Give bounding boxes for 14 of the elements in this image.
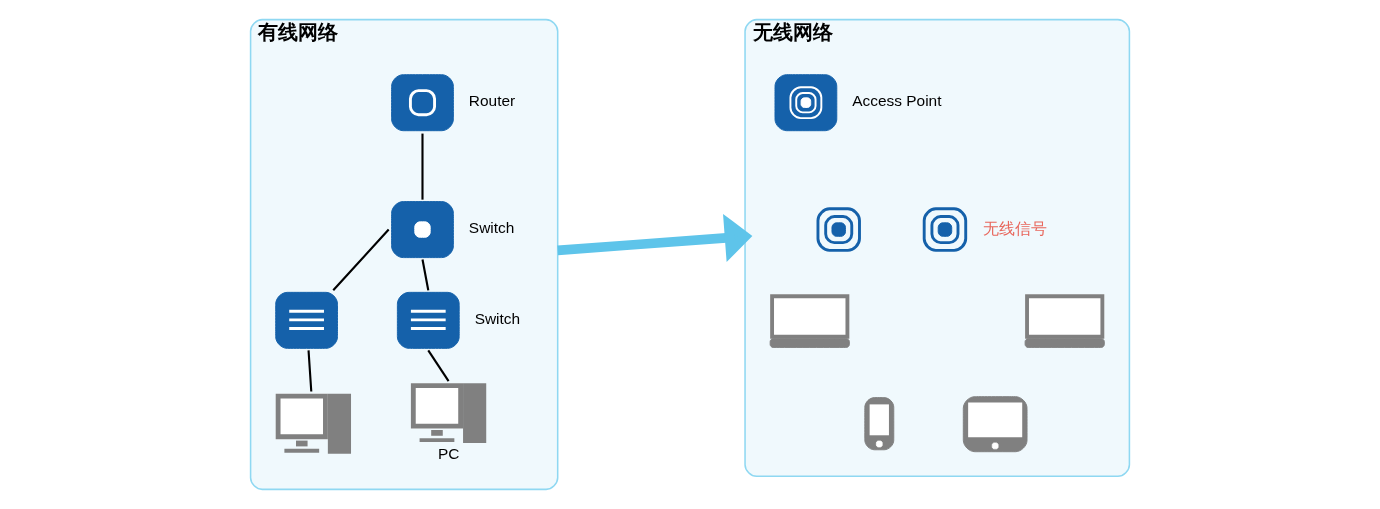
node-picture bbox=[816, 207, 861, 252]
connector bbox=[427, 349, 450, 382]
node-label: PC bbox=[437, 445, 460, 463]
connector bbox=[421, 259, 430, 291]
node-label: Switch bbox=[468, 219, 515, 237]
node-label: Access Point bbox=[852, 92, 942, 110]
connector bbox=[332, 228, 390, 291]
node-label: 无线信号 bbox=[982, 218, 1047, 237]
connector bbox=[421, 133, 424, 200]
connector bbox=[307, 350, 313, 392]
node-picture bbox=[922, 207, 968, 252]
arrow bbox=[557, 213, 753, 263]
node-label: Switch bbox=[474, 310, 521, 328]
node-label: Router bbox=[468, 92, 516, 110]
